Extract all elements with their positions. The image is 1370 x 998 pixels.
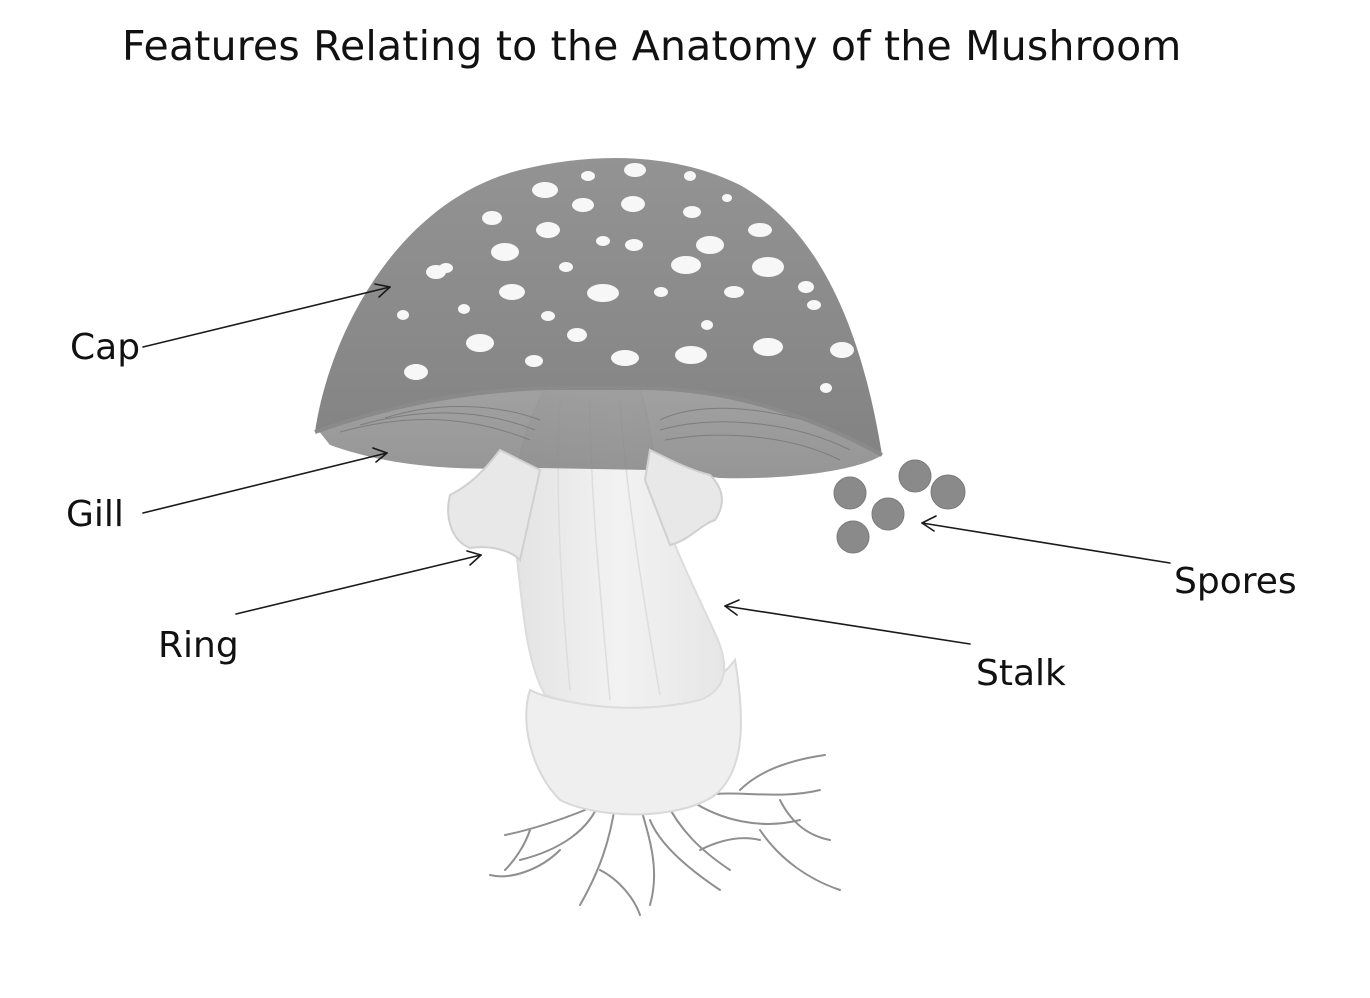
cap-rim-illustration bbox=[314, 386, 883, 457]
ring-label: Ring bbox=[158, 625, 239, 666]
stalk-label: Stalk bbox=[976, 653, 1066, 694]
cap-label: Cap bbox=[70, 327, 141, 368]
spores-label: Spores bbox=[1174, 561, 1297, 602]
ring-illustration bbox=[447, 448, 723, 562]
cap-illustration bbox=[315, 158, 882, 455]
diagram-title: Features Relating to the Anatomy of the … bbox=[122, 22, 1182, 70]
gill-label: Gill bbox=[66, 494, 124, 535]
stalk-leader-line bbox=[724, 599, 971, 645]
gill-lines-illustration bbox=[339, 405, 861, 461]
gill-leader-line bbox=[142, 447, 388, 514]
ring-leader-line bbox=[235, 550, 482, 615]
cap-leader-line bbox=[142, 283, 391, 348]
cap-spots-illustration bbox=[397, 163, 854, 393]
roots-illustration bbox=[489, 754, 841, 916]
spores-illustration bbox=[833, 459, 966, 554]
spores-leader-line bbox=[921, 515, 1171, 564]
